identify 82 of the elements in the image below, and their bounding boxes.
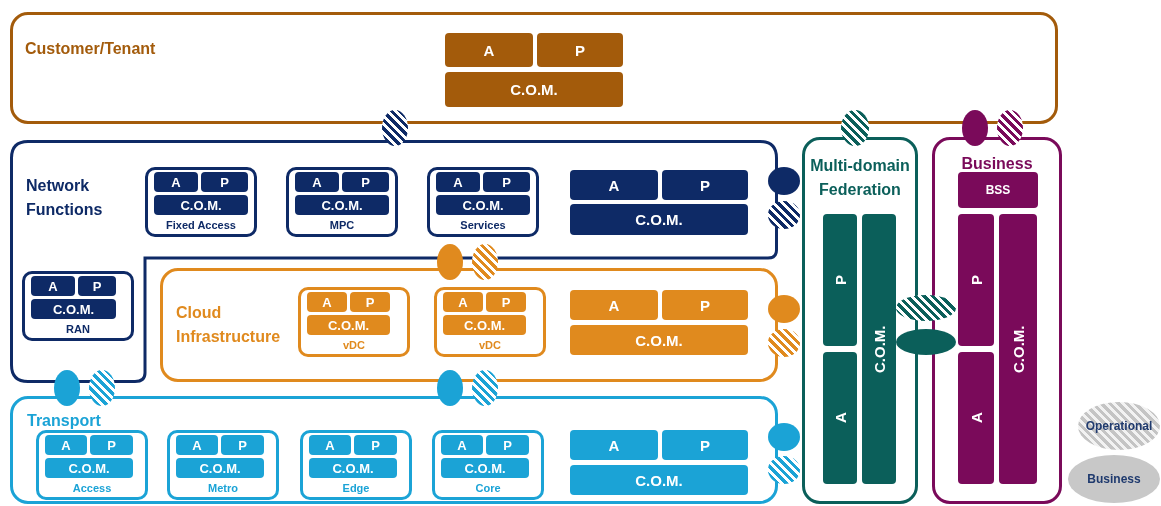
component-block: P	[354, 435, 397, 455]
panel-title: Multi-domain Federation	[809, 156, 911, 200]
component-block: C.O.M.	[441, 458, 529, 478]
module-label: Edge	[341, 482, 371, 495]
component-block: A	[958, 352, 994, 484]
panel-title: Business	[960, 154, 1034, 174]
component-block: P	[486, 292, 526, 312]
component-block: A	[176, 435, 218, 455]
component-block: C.O.M.	[570, 465, 748, 495]
panel-title: Cloud Infrastructure	[176, 303, 282, 347]
component-block: P	[537, 33, 623, 67]
component-block: P	[201, 172, 248, 192]
legend-key: Business	[1068, 455, 1160, 503]
component-block: A	[570, 170, 658, 200]
component-block: A	[823, 352, 857, 484]
module-label: vDC	[342, 339, 366, 352]
group-panel	[10, 396, 778, 504]
group-panel	[802, 137, 918, 504]
component-block: P	[90, 435, 133, 455]
component-block: C.O.M.	[45, 458, 133, 478]
module-label: Core	[474, 482, 502, 495]
component-block: P	[350, 292, 390, 312]
component-block: BSS	[958, 172, 1038, 208]
component-block: P	[958, 214, 994, 346]
component-block: C.O.M.	[999, 214, 1037, 484]
component-block: C.O.M.	[307, 315, 390, 335]
component-block: A	[31, 276, 75, 296]
component-block: C.O.M.	[31, 299, 116, 319]
module-box	[300, 430, 412, 500]
component-block: P	[221, 435, 264, 455]
component-block: A	[307, 292, 347, 312]
group-panel	[10, 12, 1058, 124]
component-block: A	[441, 435, 483, 455]
module-box	[432, 430, 544, 500]
module-box	[298, 287, 410, 357]
component-block: P	[483, 172, 530, 192]
panel-title: Network Functions	[26, 176, 104, 220]
component-block: C.O.M.	[176, 458, 264, 478]
component-block: A	[445, 33, 533, 67]
component-block: A	[154, 172, 198, 192]
group-panel	[932, 137, 1062, 504]
component-block: A	[443, 292, 483, 312]
component-block: P	[662, 170, 748, 200]
legend-key: Operational	[1078, 402, 1160, 450]
component-block: C.O.M.	[443, 315, 526, 335]
module-box	[145, 167, 257, 237]
module-label: Fixed Access	[165, 219, 237, 232]
component-block: P	[78, 276, 116, 296]
component-block: A	[295, 172, 339, 192]
component-block: P	[662, 290, 748, 320]
module-box	[286, 167, 398, 237]
component-block: P	[486, 435, 529, 455]
component-block: A	[570, 430, 658, 460]
component-block: A	[570, 290, 658, 320]
module-label: MPC	[328, 219, 356, 232]
module-label: Metro	[207, 482, 239, 495]
component-block: A	[309, 435, 351, 455]
component-block: C.O.M.	[436, 195, 530, 215]
component-block: C.O.M.	[862, 214, 896, 484]
module-label: Services	[459, 219, 507, 232]
component-block: A	[436, 172, 480, 192]
component-block: P	[342, 172, 389, 192]
component-block: P	[823, 214, 857, 346]
module-box	[36, 430, 148, 500]
module-box	[167, 430, 279, 500]
component-block: A	[45, 435, 87, 455]
component-block: C.O.M.	[445, 72, 623, 107]
panel-title: Customer/Tenant	[25, 39, 157, 59]
component-block: C.O.M.	[570, 325, 748, 355]
module-label: vDC	[478, 339, 502, 352]
component-block: C.O.M.	[309, 458, 397, 478]
panel-title: Transport	[27, 411, 102, 431]
component-block: C.O.M.	[570, 204, 748, 235]
module-box	[427, 167, 539, 237]
module-box	[22, 271, 134, 341]
module-label: RAN	[65, 323, 91, 336]
component-block: P	[662, 430, 748, 460]
module-box	[434, 287, 546, 357]
component-block: C.O.M.	[295, 195, 389, 215]
component-block: C.O.M.	[154, 195, 248, 215]
group-panel	[160, 268, 778, 382]
module-label: Access	[71, 482, 113, 495]
